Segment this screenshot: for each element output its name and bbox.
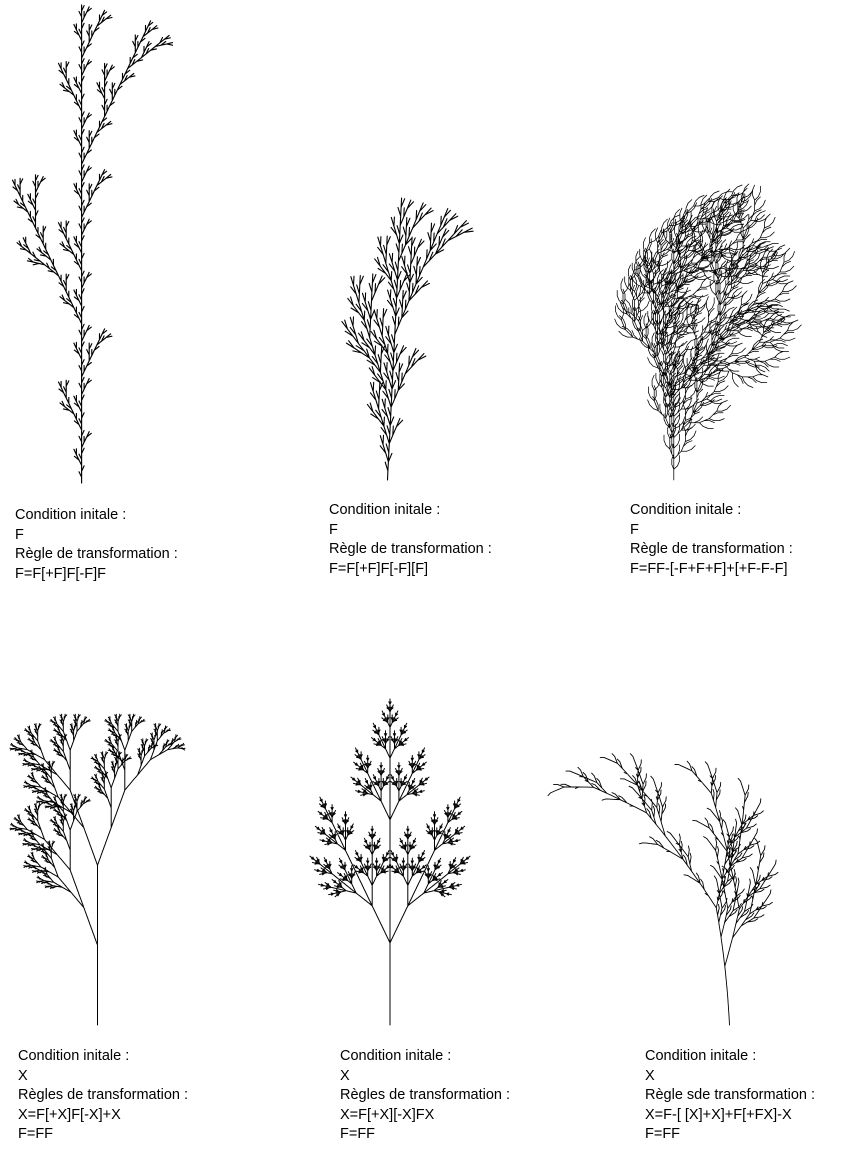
lsystem-plant-2 [340,198,475,480]
caption-rule: F=FF [340,1125,510,1145]
caption-axiom: X [340,1067,510,1087]
caption-axiom: F [630,521,793,541]
plant-branches [10,714,185,1025]
caption-rules-heading: Règle de transformation : [630,540,793,560]
caption-axiom: F [329,521,492,541]
caption-rule: F=FF [645,1125,815,1145]
caption-axiom: F [15,526,178,546]
caption-4: Condition initale : X Règles de transfor… [18,1047,188,1145]
plant-branches [615,184,802,480]
caption-rules-heading: Règle de transformation : [329,540,492,560]
lsystem-plant-6 [548,686,778,1025]
caption-rules-heading: Règles de transformation : [340,1086,510,1106]
plant-branches [13,5,173,483]
caption-heading: Condition initale : [329,501,492,521]
caption-heading: Condition initale : [15,506,178,526]
caption-rules-heading: Règle de transformation : [15,545,178,565]
caption-1: Condition initale : F Règle de transform… [15,506,178,584]
caption-rules-heading: Règles de transformation : [18,1086,188,1106]
caption-6: Condition initale : X Règle sde transfor… [645,1047,815,1145]
caption-rule: X=F-[ [X]+X]+F[+FX]-X [645,1106,815,1126]
caption-rule: F=F[+F]F[-F][F] [329,560,492,580]
caption-rule: X=F[+X]F[-X]+X [18,1106,188,1126]
caption-2: Condition initale : F Règle de transform… [329,501,492,579]
lsystem-plant-3 [613,184,803,480]
caption-heading: Condition initale : [630,501,793,521]
caption-heading: Condition initale : [340,1047,510,1067]
caption-heading: Condition initale : [18,1047,188,1067]
plant-branches [310,699,470,1025]
lsystem-plant-5 [310,694,470,1025]
lsystem-plant-1 [10,5,175,483]
caption-rule: X=F[+X][-X]FX [340,1106,510,1126]
caption-3: Condition initale : F Règle de transform… [630,501,793,579]
plant-branches [342,198,473,480]
plant-branches [548,754,778,1025]
caption-rule: F=F[+F]F[-F]F [15,565,178,585]
caption-rule: F=FF [18,1125,188,1145]
caption-rules-heading: Règle sde transformation : [645,1086,815,1106]
caption-axiom: X [645,1067,815,1087]
caption-heading: Condition initale : [645,1047,815,1067]
lsystem-plant-4 [10,712,185,1025]
caption-axiom: X [18,1067,188,1087]
caption-5: Condition initale : X Règles de transfor… [340,1047,510,1145]
caption-rule: F=FF-[-F+F+F]+[+F-F-F] [630,560,793,580]
